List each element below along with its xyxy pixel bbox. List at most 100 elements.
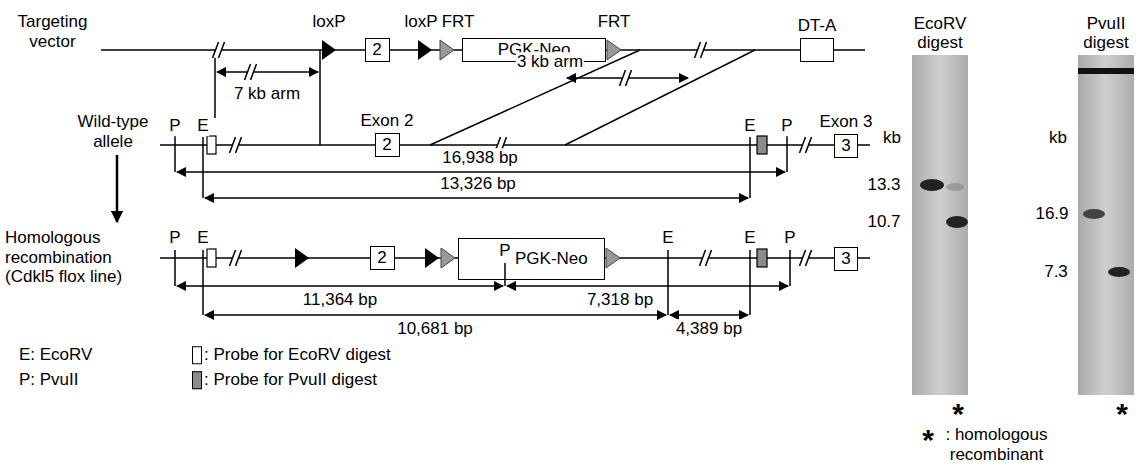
- pvuii-blot: [1078, 55, 1134, 395]
- node-heading: EcoRV digest: [905, 14, 975, 53]
- arm-label: 3 kb arm: [516, 52, 584, 72]
- arm-bound: [214, 50, 216, 118]
- exon-box: 3: [834, 247, 857, 271]
- allele-label: Homologous recombination (Cdkl5 flox lin…: [4, 228, 156, 287]
- size-marker: 7.3: [1043, 262, 1069, 282]
- length-arrow: [507, 285, 788, 287]
- site-label: loxP: [403, 12, 438, 32]
- site-tick: [504, 263, 506, 286]
- length-arrow: [670, 314, 748, 316]
- legend-row: : Probe for PvuII digest: [192, 370, 377, 390]
- enzyme-site: E: [743, 228, 756, 248]
- recombinant-mark: *: [921, 423, 935, 458]
- site-tick: [786, 136, 788, 172]
- box-text: PGK-Neo: [515, 249, 588, 269]
- length-label: 10,681 bp: [396, 319, 474, 339]
- length-arrow: [205, 314, 666, 316]
- enzyme-site: E: [661, 228, 674, 248]
- exon-box: Exon 3 3: [820, 112, 873, 157]
- length-arrow: [177, 171, 785, 173]
- legend-swatch: [192, 346, 202, 364]
- node-heading: PvuII digest: [1071, 14, 1141, 53]
- enzyme-key: E: EcoRV: [18, 345, 93, 365]
- blot-frame: [912, 55, 968, 395]
- legend-row: : Probe for EcoRV digest: [192, 345, 391, 365]
- node-heading: Exon 3: [820, 112, 873, 132]
- enzyme-site: P: [498, 241, 511, 261]
- exon-box: 2: [365, 38, 390, 62]
- length-arrow: [177, 285, 503, 287]
- node-heading: Exon 2: [361, 111, 414, 131]
- enzyme-key: P: PvuII: [18, 370, 80, 390]
- shape-outline: 2: [375, 133, 400, 157]
- probe-ecorv: [207, 136, 216, 154]
- site-tick: [174, 250, 176, 286]
- length-label: 13,326 bp: [439, 174, 517, 194]
- length-label: 16,938 bp: [441, 148, 519, 168]
- enzyme-site: E: [743, 116, 756, 136]
- loxp-site: [418, 40, 432, 60]
- allele-label: Wild-type allele: [68, 112, 158, 151]
- probe-pvuii: [757, 249, 767, 267]
- node-heading: DT-A: [798, 16, 837, 36]
- southern-blot: EcoRV digest: [905, 14, 975, 395]
- crossover-line: [430, 50, 640, 145]
- shape-outline: PGK-Neo: [458, 238, 605, 280]
- neo-cassette: PGK-Neo: [458, 238, 605, 280]
- enzyme-site: P: [780, 116, 793, 136]
- shape-outline: 2: [365, 38, 390, 62]
- loxp-site: [322, 40, 336, 60]
- box-text: 2: [372, 40, 381, 60]
- shape-outline: [800, 38, 834, 62]
- length-label: 11,364 bp: [302, 290, 378, 310]
- enzyme-site: P: [168, 228, 181, 248]
- frt-site: [607, 40, 621, 60]
- footnote: : homologous recombinant: [938, 425, 1055, 464]
- box-text: 3: [841, 249, 850, 269]
- southern-blot: PvuII digest: [1071, 14, 1141, 395]
- shape-outline: 3: [834, 134, 857, 158]
- length-label: 4,389 bp: [675, 319, 743, 339]
- break-mark: [213, 42, 812, 266]
- probe-ecorv: [207, 249, 216, 267]
- frt-site: [441, 248, 455, 268]
- enzyme-site: P: [168, 116, 181, 136]
- site-tick: [202, 250, 204, 315]
- length-label: 7,318 bp: [586, 290, 654, 310]
- size-marker: 10.7: [866, 212, 901, 232]
- vector-label: Targeting vector: [4, 12, 101, 51]
- frt-site: [606, 248, 620, 268]
- site-label: loxP: [311, 12, 346, 32]
- dta-cassette: DT-A: [798, 16, 837, 62]
- process-arrow: [116, 155, 119, 222]
- frt-site: [440, 40, 454, 60]
- box-text: 2: [377, 248, 386, 268]
- shape-outline: 3: [834, 247, 857, 271]
- legend-swatch: [192, 371, 202, 389]
- site-tick: [789, 250, 791, 286]
- enzyme-site: E: [196, 228, 209, 248]
- exon-box: Exon 2 2: [361, 111, 414, 157]
- size-marker: 13.3: [866, 175, 901, 195]
- probe-pvuii: [757, 136, 767, 154]
- size-marker: 16.9: [1034, 204, 1069, 224]
- box-text: 3: [841, 136, 850, 156]
- enzyme-site: P: [783, 228, 796, 248]
- legend-text: : Probe for PvuII digest: [204, 370, 377, 390]
- site-label: FRT: [597, 12, 632, 32]
- loxp-site: [295, 248, 309, 268]
- crossover-line: [565, 50, 755, 145]
- arm-arrow: [217, 71, 318, 73]
- site-tick: [749, 137, 751, 198]
- loxp-site: [425, 248, 439, 268]
- exon-box: 2: [370, 246, 395, 270]
- legend-text: : Probe for EcoRV digest: [204, 345, 391, 365]
- box-text: 2: [382, 135, 391, 155]
- cassette-ground: [459, 239, 604, 279]
- arm-label: 7 kb arm: [233, 84, 301, 104]
- size-unit: kb: [882, 128, 902, 148]
- site-label: FRT: [441, 12, 476, 32]
- enzyme-site: E: [196, 116, 209, 136]
- length-arrow: [205, 197, 748, 199]
- blot-frame: [1078, 55, 1134, 395]
